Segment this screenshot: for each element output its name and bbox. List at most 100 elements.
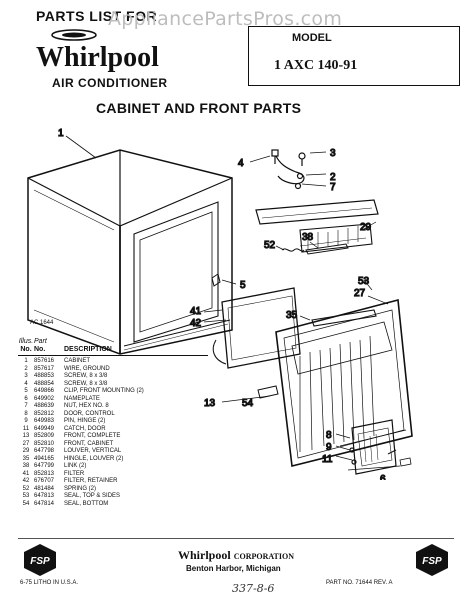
row-part-no: 649902 [34, 395, 55, 402]
row-illus-no: 52 [22, 485, 30, 492]
row-illus-no: 4 [24, 380, 28, 387]
callout-52: 52 [264, 240, 276, 251]
fsp-right-logo: FSP [416, 544, 448, 576]
callout-53: 53 [358, 276, 370, 287]
row-description: SCREW, 8 x 3/8 [64, 373, 108, 379]
corporation-name: Whirlpool CORPORATION [178, 548, 294, 563]
corporation-city: Benton Harbor, Michigan [186, 564, 281, 573]
table-row: 7 488639 NUT, HEX NO. 8 [18, 403, 208, 411]
row-part-no: 494165 [34, 455, 55, 462]
table-header-row-1: Illus. Part [18, 338, 208, 346]
row-part-no: 647798 [34, 448, 55, 454]
fsp-right-text: FSP [422, 556, 442, 567]
row-description: CLIP, FRONT MOUNTING (2) [64, 388, 144, 394]
row-part-no: 857617 [34, 365, 55, 372]
row-illus-no: 5 [24, 388, 28, 394]
callout-6: 6 [380, 474, 386, 480]
row-description: CATCH, DOOR [64, 425, 106, 432]
row-part-no: 852812 [34, 410, 55, 417]
filter-drawing [203, 287, 301, 369]
exploded-parts-diagram: 1 2 3 4 5 6 7 8 9 11 13 27 29 35 38 41 4… [27, 127, 413, 480]
row-part-no: 481484 [34, 485, 55, 492]
callout-27: 27 [354, 288, 366, 299]
front-grille-drawing [221, 295, 413, 467]
callout-41: 41 [190, 306, 202, 317]
section-title: CABINET AND FRONT PARTS [96, 100, 302, 116]
whirlpool-logo: Whirlpool [36, 29, 159, 72]
row-part-no: 676707 [34, 478, 55, 484]
table-row: 4 488854 SCREW, 8 x 3/8 [18, 381, 208, 389]
col-no-header: No. [20, 346, 32, 353]
table-row: 54 647814 SEAL, BOTTOM [18, 501, 208, 509]
row-part-no: 647813 [34, 493, 55, 499]
parts-list-heading: PARTS LIST FOR [36, 8, 158, 24]
row-illus-no: 7 [24, 403, 28, 409]
row-part-no: 488639 [34, 403, 55, 409]
brand-wordmark: Whirlpool [36, 42, 159, 72]
row-description: HINGLE, LOUVER (2) [64, 455, 124, 462]
row-illus-no: 11 [22, 425, 30, 432]
part-number-note: PART NO. 71644 REV. A [326, 580, 393, 586]
row-illus-no: 54 [22, 500, 30, 507]
corp-brand: Whirlpool [178, 548, 231, 562]
col-no2-header: No. [34, 346, 46, 353]
row-description: LOUVER, VERTICAL [64, 448, 122, 454]
table-header-row-2: No. No. DESCRIPTION [18, 346, 208, 356]
control-door-drawing [335, 419, 412, 475]
row-part-no: 647814 [34, 500, 55, 507]
col-part-header: Part [34, 338, 47, 345]
row-description: DOOR, CONTROL [64, 410, 115, 417]
row-illus-no: 6 [24, 395, 28, 402]
ground-wire-assembly [249, 149, 327, 190]
model-number: 1 AXC 140-91 [274, 58, 358, 73]
cabinet-drawing [27, 149, 233, 355]
callout-7: 7 [330, 182, 336, 193]
row-illus-no: 29 [22, 448, 30, 454]
row-description: SCREW, 8 x 3/8 [64, 380, 108, 387]
row-description: NAMEPLATE [64, 395, 100, 402]
row-description: SEAL, TOP & SIDES [64, 493, 121, 499]
callout-54: 54 [242, 398, 254, 409]
row-illus-no: 41 [22, 470, 30, 477]
row-description: SEAL, BOTTOM [64, 500, 109, 507]
row-illus-no: 1 [24, 358, 28, 364]
row-part-no: 852809 [34, 433, 55, 439]
row-description: FILTER [64, 470, 85, 477]
product-name: AIR CONDITIONER [52, 76, 168, 90]
row-part-no: 852810 [34, 440, 55, 447]
table-row: 52 481484 SPRING (2) [18, 486, 208, 494]
model-box [248, 26, 460, 86]
louver-assembly [255, 199, 379, 291]
row-part-no: 647799 [34, 463, 55, 469]
callout-13: 13 [204, 398, 216, 409]
row-part-no: 488853 [34, 373, 55, 379]
callout-29: 29 [360, 222, 372, 233]
table-row: 6 649902 NAMEPLATE [18, 396, 208, 404]
drawing-code: AC 1644 [30, 320, 54, 326]
model-label: MODEL [292, 32, 332, 44]
callout-8: 8 [326, 430, 332, 441]
callout-5: 5 [240, 280, 246, 291]
row-description: NUT, HEX NO. 8 [64, 403, 109, 409]
row-description: CABINET [64, 358, 91, 364]
row-illus-no: 3 [24, 373, 28, 379]
row-description: SPRING (2) [64, 485, 97, 492]
row-description: WIRE, GROUND [64, 365, 110, 372]
row-illus-no: 27 [22, 440, 30, 447]
row-part-no: 488854 [34, 380, 55, 387]
litho-note: 6-75 LITHO IN U.S.A. [20, 580, 79, 586]
row-illus-no: 13 [22, 433, 30, 439]
row-description: LINK (2) [64, 463, 87, 469]
row-illus-no: 2 [24, 365, 28, 372]
